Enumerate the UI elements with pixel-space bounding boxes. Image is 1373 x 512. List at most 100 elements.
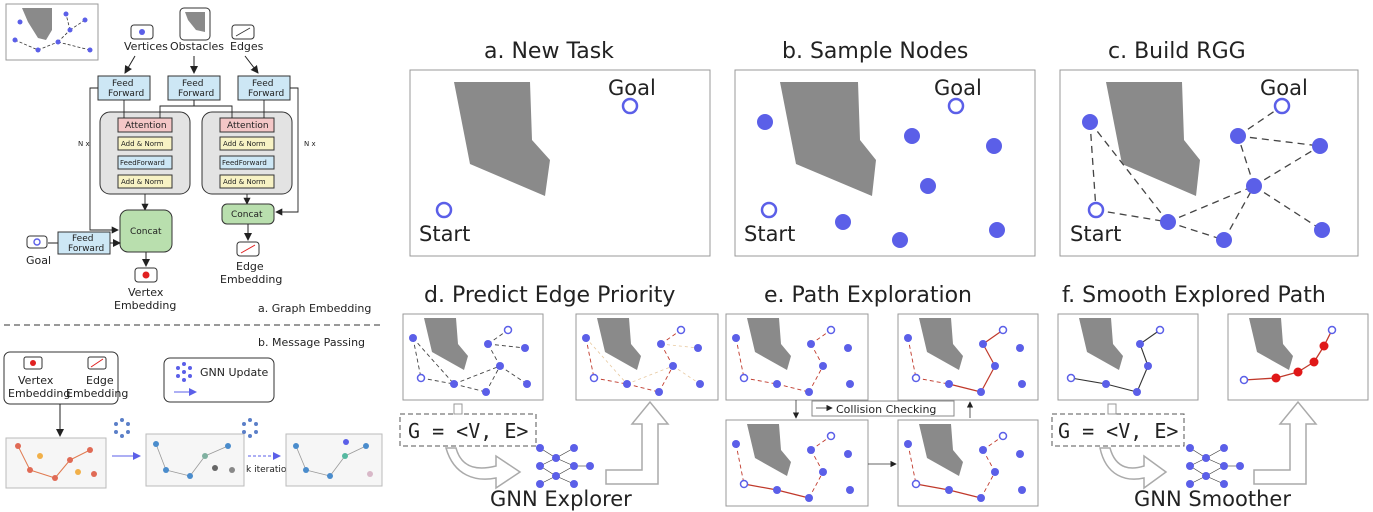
svg-text:FeedForward: FeedForward [222,159,267,167]
rgg-edges [1089,105,1323,241]
svg-text:Add & Norm: Add & Norm [223,140,266,148]
feed-forward-vertices: Feed Forward [97,75,151,101]
edge-embedding-label-2: Embedding [220,273,282,286]
svg-text:GNN Update: GNN Update [200,366,269,379]
hollow-arrow-to-gnn [445,447,522,490]
vertex-embedding-label-1: Vertex [128,286,164,299]
n-times-right: N x [304,140,316,148]
svg-text:Vertex: Vertex [18,374,54,387]
gnn-smoother-icon [1186,444,1244,488]
graph-embedding-caption: a. Graph Embedding [258,302,371,315]
gnn-smoother-label: GNN Smoother [1134,487,1291,511]
svg-text:Forward: Forward [248,89,284,99]
concat-vertex: Concat [119,209,173,253]
svg-text:Add & Norm: Add & Norm [121,178,164,186]
svg-text:Add & Norm: Add & Norm [223,178,266,186]
panel-a-title: a. New Task [484,39,614,64]
svg-text:Forward: Forward [178,89,214,99]
panel-e-title: e. Path Exploration [764,283,972,308]
thumbnail-edges [14,13,91,51]
panel-d-graph-priority [575,313,719,401]
panel-d-title: d. Predict Edge Priority [424,283,675,308]
svg-text:FeedForward: FeedForward [120,159,165,167]
concat-edge: Concat [221,203,275,225]
svg-text:Concat: Concat [130,227,162,237]
panel-c-title: c. Build RGG [1108,39,1246,64]
gnn-update-icon [176,362,192,382]
svg-text:Attention: Attention [227,121,269,131]
panel-f-graph-smoothed [1227,313,1369,401]
collision-checking-label: Collision Checking [836,403,936,416]
goal-label: Goal [608,76,656,100]
start-label: Start [1070,222,1121,246]
svg-text:Attention: Attention [125,121,167,131]
obstacle [780,82,876,196]
svg-text:Forward: Forward [108,89,144,99]
embedding-connectors [89,87,299,234]
svg-text:Forward: Forward [68,244,104,254]
n-times-left: N x [78,140,90,148]
graph-definition-f: G = <V, E> [1058,419,1178,443]
hollow-arrow-to-output [605,400,670,485]
gnn-icon-1 [114,418,130,438]
gnn-update-legend-box [163,357,275,403]
edges-label: Edges [230,40,264,53]
k-iterations-label: k iterations [246,465,297,475]
goal-label: Goal [934,76,982,100]
panel-e-graph-2 [897,313,1039,401]
mp-graph-2 [145,433,245,487]
svg-text:Feed: Feed [252,79,273,89]
goal-node [621,97,639,115]
transformer-block-vertices: Attention Add & Norm FeedForward Add & N… [99,111,191,195]
svg-text:Embedding: Embedding [8,387,70,400]
gnn-explorer-icon [536,444,594,488]
start-label: Start [419,222,470,246]
feed-forward-goal: Feed Forward [57,231,111,255]
mp-graph-3 [285,433,383,487]
svg-text:Feed: Feed [112,79,133,89]
goal-node [947,97,965,115]
svg-text:Concat: Concat [231,210,263,220]
panel-a-new-task: Goal Start [409,69,711,257]
obstacles-label: Obstacles [170,40,224,53]
gnn-explorer-label: GNN Explorer [490,487,632,511]
hollow-arrow-stem [453,403,463,415]
vertex-embedding-label-2: Embedding [114,299,176,312]
svg-text:Feed: Feed [182,79,203,89]
panel-b-sample-nodes: Goal Start [734,69,1036,257]
vertices-label: Vertices [124,40,168,53]
rgg-nodes [1082,114,1330,248]
svg-text:Edge: Edge [86,374,114,387]
panel-f-title: f. Smooth Explored Path [1062,283,1326,308]
panel-e-graph-4 [897,419,1039,507]
panel-e-graph-1 [725,313,869,401]
gnn-icon-2 [242,418,258,438]
message-passing-section: b. Message Passing Vertex Embedding Edge… [3,336,383,489]
start-node [435,201,453,219]
start-node [1087,201,1105,219]
edge-embedding-label-1: Edge [236,260,264,273]
graph-definition-box-f [1051,413,1185,447]
panel-f-graph-input [1057,313,1199,401]
collision-checking-box [811,400,955,417]
start-node [760,201,778,219]
graph-embedding-section: Vertices Obstacles Edges Feed Forward Fe… [5,3,371,315]
hollow-arrow-to-smoothed [1253,400,1318,485]
goal-node [1273,97,1291,115]
goal-input-icon [26,235,48,249]
graph-definition-box-d [399,413,537,447]
hollow-arrow-to-smoother [1099,447,1168,490]
obstacle [454,82,550,196]
svg-text:Add & Norm: Add & Norm [121,140,164,148]
feed-forward-obstacles: Feed Forward [167,75,221,101]
panel-e-graph-3 [725,419,869,507]
thumbnail-nodes [12,11,93,53]
start-label: Start [744,222,795,246]
svg-text:Feed: Feed [72,234,93,244]
obstacle-shape [22,8,52,40]
obstacle [1106,82,1200,196]
panel-b-title: b. Sample Nodes [782,39,968,64]
panel-d-graph-input [402,313,544,401]
goal-input-label: Goal [26,254,51,267]
